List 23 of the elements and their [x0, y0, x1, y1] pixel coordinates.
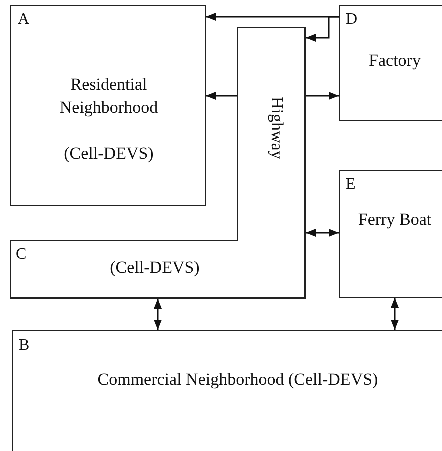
region-label: Factory [368, 50, 422, 72]
region-letter: A [18, 10, 31, 30]
region-box [339, 5, 442, 121]
region-label: Ferry Boat [357, 209, 433, 231]
region-label: (Cell-DEVS) [63, 143, 155, 165]
region-label: Residential Neighborhood [58, 74, 160, 119]
region-box [339, 170, 442, 298]
arrow [306, 16, 339, 42]
region-label: (Cell-DEVS) [109, 257, 201, 279]
arrow [306, 92, 339, 100]
region-letter: B [19, 336, 31, 356]
region-box [10, 5, 206, 206]
region-letter: D [346, 10, 359, 30]
region-box [12, 330, 442, 451]
arrow [154, 299, 162, 330]
arrow [391, 298, 399, 330]
region-label: Commercial Neighborhood (Cell-DEVS) [96, 369, 380, 391]
arrow [306, 229, 339, 237]
vertical-label: Highway [266, 97, 288, 160]
arrow [206, 92, 237, 100]
region-letter: C [16, 245, 28, 265]
l-shaped-region [10, 27, 306, 299]
region-letter: E [346, 175, 357, 195]
